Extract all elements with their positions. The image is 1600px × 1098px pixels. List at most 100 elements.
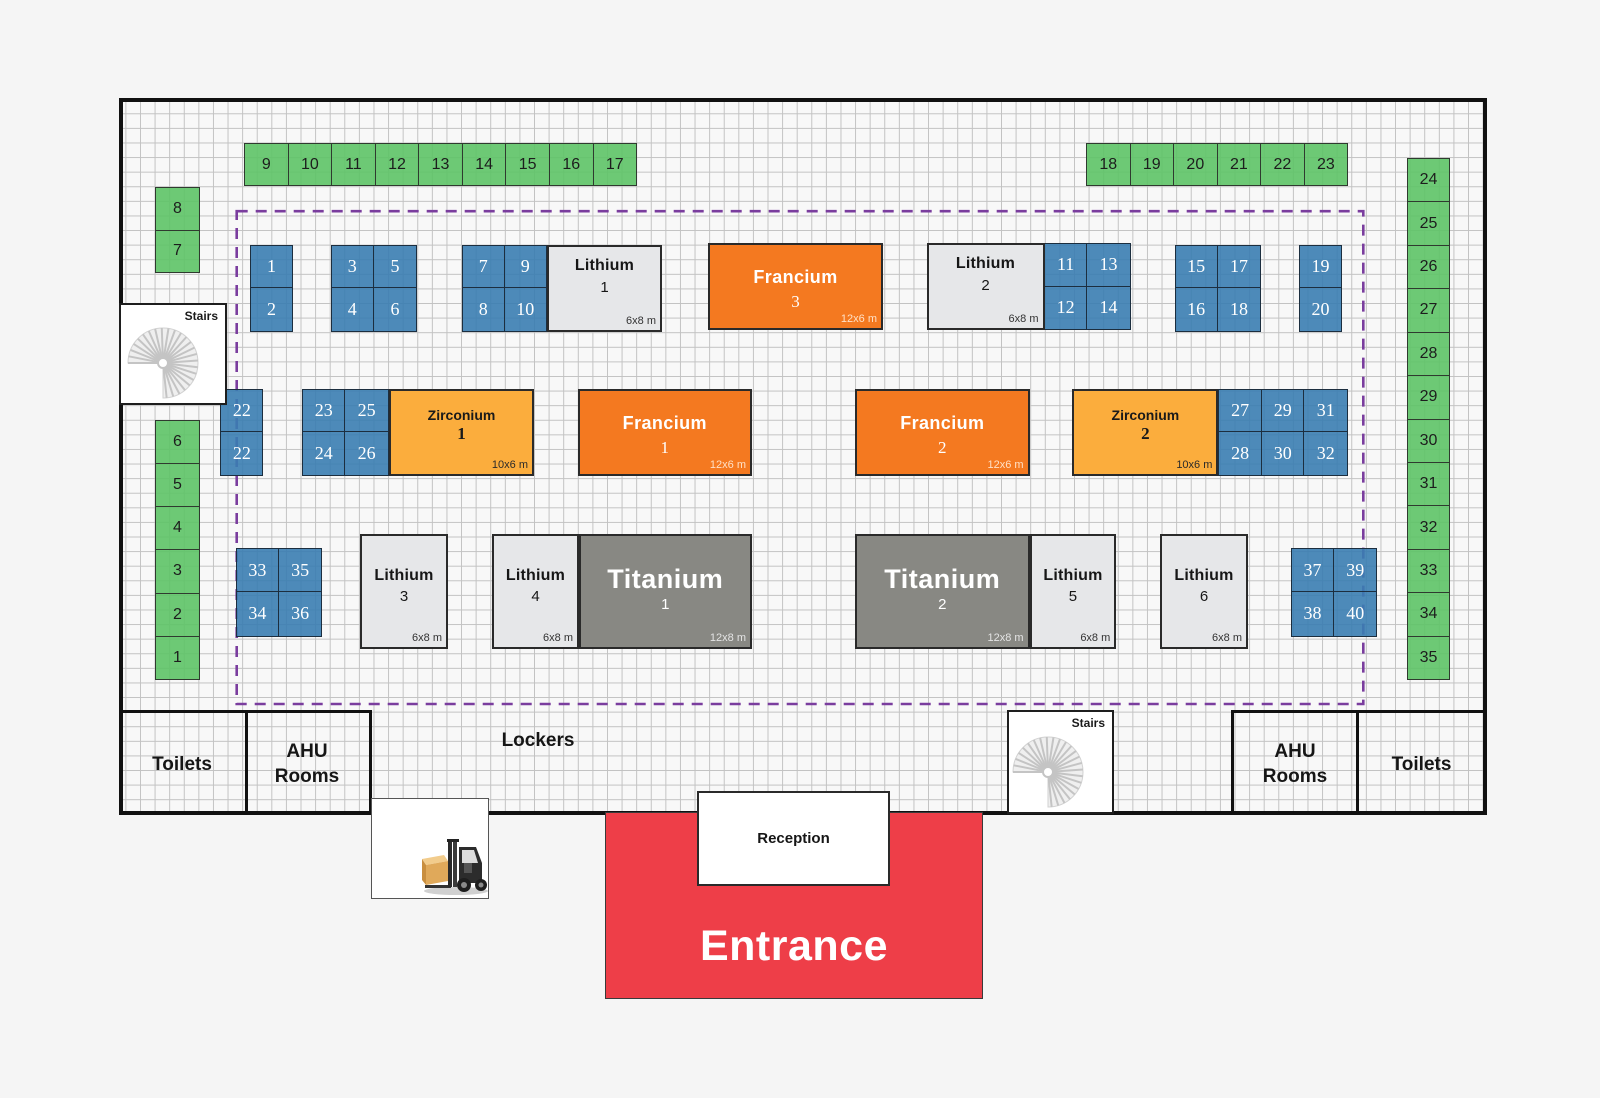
zone-dimensions: 6x8 m bbox=[1008, 313, 1039, 325]
zone-name: Lithium bbox=[374, 567, 434, 584]
zone-dimensions: 12x8 m bbox=[709, 632, 746, 644]
blue-shelf-cell: 33 bbox=[236, 549, 279, 593]
zone-name: Titanium bbox=[607, 564, 724, 594]
blue-shelf-cell: 15 bbox=[1175, 246, 1218, 289]
zone-dimensions: 6x8 m bbox=[543, 632, 573, 644]
zone-number: 2 bbox=[938, 438, 947, 457]
loading-area bbox=[371, 798, 489, 899]
green-rack-cell: 5 bbox=[156, 463, 199, 506]
zone-number: 5 bbox=[1068, 588, 1078, 605]
green-rack-cell: 25 bbox=[1408, 201, 1449, 244]
green-rack-cell: 24 bbox=[1419, 171, 1438, 189]
spiral-staircase-icon bbox=[127, 327, 199, 399]
zone-number: 2 bbox=[981, 277, 990, 294]
zone-name: Titanium bbox=[884, 564, 1001, 594]
green-rack-cell: 4 bbox=[156, 506, 199, 549]
zone-name: Lithium bbox=[1174, 567, 1234, 584]
blue-shelf-cell: 37 bbox=[1291, 549, 1335, 593]
green-rack-cell: 18 bbox=[1099, 155, 1118, 173]
green-rack-cell: 6 bbox=[173, 433, 182, 451]
zone-number: 1 bbox=[600, 279, 609, 296]
reception-label: Reception bbox=[757, 830, 830, 847]
blue-shelf-cell: 30 bbox=[1262, 432, 1305, 475]
blue-shelf-cell: 17 bbox=[1217, 246, 1261, 289]
stairs-bottom-label: Stairs bbox=[1071, 716, 1105, 730]
blue-shelf-cell: 19 bbox=[1300, 246, 1341, 289]
zone-number: 1 bbox=[457, 424, 466, 443]
green-rack-cell: 14 bbox=[461, 144, 506, 185]
blue-shelf-cell: 35 bbox=[278, 549, 322, 593]
zone-number: 3 bbox=[791, 292, 800, 311]
green-rack-cell: 34 bbox=[1408, 592, 1449, 635]
blue-shelf-cell: 28 bbox=[1219, 432, 1262, 475]
green-rack-cell: 22 bbox=[1260, 144, 1304, 185]
green-rack-cell: 8 bbox=[173, 199, 182, 217]
zone-dimensions: 10x6 m bbox=[491, 459, 528, 471]
toilets-right-room: Toilets bbox=[1356, 710, 1487, 815]
green-rack-cell: 32 bbox=[1408, 505, 1449, 548]
green-rack-cell: 11 bbox=[331, 144, 375, 185]
spiral-staircase-icon bbox=[1012, 736, 1084, 808]
ahu-rooms-left: AHU Rooms bbox=[245, 710, 372, 815]
zone-dimensions: 12x6 m bbox=[840, 313, 877, 325]
zone-number: 4 bbox=[531, 588, 540, 605]
zone-dimensions: 10x6 m bbox=[1176, 459, 1213, 471]
green-rack-cell: 7 bbox=[156, 229, 199, 273]
green-rack-cell: 20 bbox=[1173, 144, 1217, 185]
blue-shelf-cell: 22 bbox=[232, 442, 251, 463]
green-rack-cell: 12 bbox=[374, 144, 419, 185]
blue-shelf-cell: 38 bbox=[1292, 592, 1335, 636]
blue-shelf-cell: 4 bbox=[332, 288, 374, 331]
blue-shelf-cell: 32 bbox=[1316, 442, 1335, 463]
green-rack-cell: 33 bbox=[1408, 548, 1449, 592]
zone-name: Zirconium bbox=[427, 407, 496, 423]
zone-number: 6 bbox=[1199, 588, 1209, 605]
blue-shelf-cell: 13 bbox=[1087, 244, 1130, 287]
zone-number: 1 bbox=[661, 596, 670, 613]
blue-shelf-cell: 31 bbox=[1304, 390, 1347, 433]
toilets-left-room: Toilets bbox=[119, 710, 248, 815]
green-rack-cell: 17 bbox=[592, 144, 637, 185]
entrance-label: Entrance bbox=[699, 922, 888, 970]
lockers-label: Lockers bbox=[501, 730, 575, 751]
zone-dimensions: 12x6 m bbox=[709, 459, 746, 471]
zone-number: 2 bbox=[1141, 424, 1150, 443]
zone-lithium: Lithium 4 6x8 m bbox=[492, 534, 579, 649]
blue-shelf-cell: 7 bbox=[463, 246, 505, 289]
zone-dimensions: 6x8 m bbox=[626, 315, 656, 327]
blue-shelf-cell: 39 bbox=[1334, 549, 1377, 593]
blue-shelf-cell: 18 bbox=[1229, 298, 1248, 319]
blue-shelf-cell: 40 bbox=[1346, 603, 1365, 624]
zone-number: 3 bbox=[399, 588, 409, 605]
zone-name: Francium bbox=[900, 413, 985, 433]
zone-name: Lithium bbox=[505, 567, 566, 584]
green-rack-cell: 31 bbox=[1408, 461, 1449, 505]
zone-dimensions: 6x8 m bbox=[1080, 632, 1111, 644]
blue-shelf-cell: 23 bbox=[303, 390, 346, 433]
zone-number: 1 bbox=[660, 438, 670, 457]
reception: Reception bbox=[697, 791, 890, 886]
green-rack-cell: 27 bbox=[1408, 288, 1449, 331]
green-rack-cell: 30 bbox=[1408, 418, 1449, 462]
zone-name: Francium bbox=[622, 413, 707, 433]
stairs-left-label: Stairs bbox=[184, 309, 218, 323]
zone-name: Lithium bbox=[574, 257, 635, 274]
zone-name: Zirconium bbox=[1111, 407, 1180, 423]
